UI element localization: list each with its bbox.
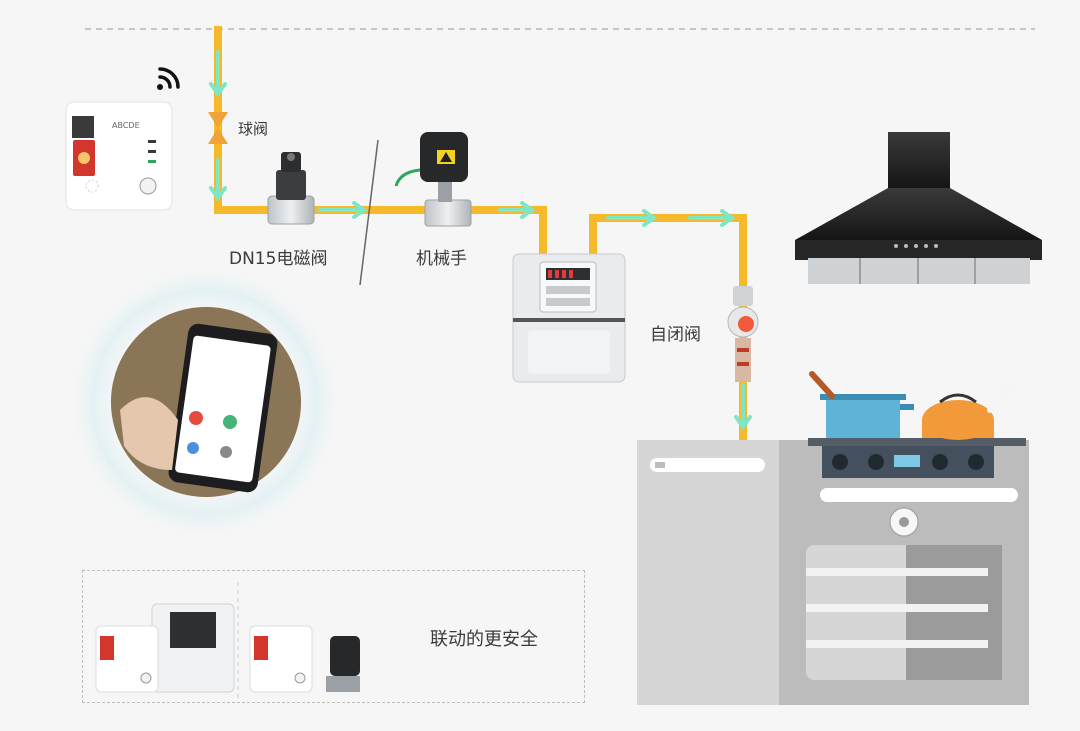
kitchen-cabinet bbox=[637, 440, 1029, 705]
stove-top bbox=[808, 438, 1026, 478]
linkage-safety-label: 联动的更安全 bbox=[430, 629, 538, 650]
linkage-combo-box bbox=[82, 570, 585, 703]
ball-valve-label: 球阀 bbox=[238, 120, 269, 138]
solenoid-valve-icon bbox=[267, 152, 315, 225]
self-closing-valve-icon bbox=[727, 286, 759, 382]
flow-arrows bbox=[209, 50, 752, 431]
gas-meter-icon bbox=[512, 253, 626, 383]
combo-detector-manipulator bbox=[249, 625, 360, 693]
ball-valve-icon bbox=[208, 112, 228, 144]
solenoid-valve-label: DN15电磁阀 bbox=[229, 249, 328, 269]
gas-detector-icon: ABCDE bbox=[65, 101, 173, 211]
wifi-icon bbox=[157, 67, 180, 90]
pot-icon bbox=[809, 371, 914, 438]
combo-detector-meter bbox=[95, 603, 235, 693]
svg-text:ABCDE: ABCDE bbox=[112, 121, 140, 130]
manipulator-label: 机械手 bbox=[416, 249, 467, 269]
smartphone-app-icon bbox=[65, 262, 345, 542]
self-closing-valve-label: 自闭阀 bbox=[650, 325, 701, 345]
kettle-icon bbox=[922, 383, 1013, 440]
manipulator-icon bbox=[394, 132, 472, 227]
range-hood-icon bbox=[795, 132, 1042, 284]
separator-line bbox=[359, 139, 379, 286]
